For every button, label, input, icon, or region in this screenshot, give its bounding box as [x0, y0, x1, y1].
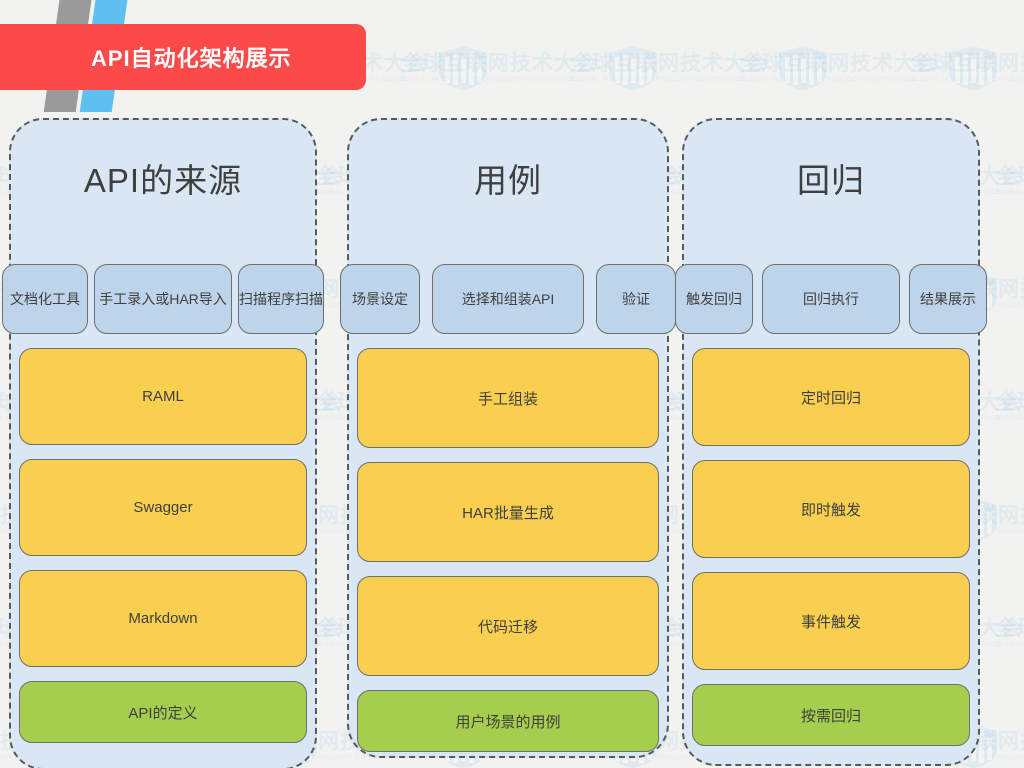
stage-row: 文档化工具手工录入或HAR导入扫描程序扫描 [2, 264, 324, 334]
column-header: 回归 [797, 162, 865, 199]
item-box[interactable]: 按需回归 [692, 684, 970, 746]
stage-box[interactable]: 回归执行 [762, 264, 900, 334]
item-list: 定时回归即时触发事件触发按需回归 [684, 348, 978, 760]
item-box[interactable]: HAR批量生成 [357, 462, 659, 562]
stage-box[interactable]: 手工录入或HAR导入 [94, 264, 232, 334]
stage-box[interactable]: 扫描程序扫描 [238, 264, 324, 334]
item-box[interactable]: 用户场景的用例 [357, 690, 659, 752]
column-header: 用例 [474, 162, 542, 199]
page-title: API自动化架构展示 [91, 46, 292, 71]
stage-row: 触发回归回归执行结果展示 [675, 264, 987, 334]
item-list: 手工组装 HAR批量生成代码迁移用户场景的用例 [349, 348, 667, 766]
stage-box[interactable]: 结果展示 [909, 264, 987, 334]
item-box[interactable]: 手工组装 [357, 348, 659, 448]
column-2: 回归触发回归回归执行结果展示定时回归即时触发事件触发按需回归 [675, 118, 987, 766]
item-box[interactable]: 代码迁移 [357, 576, 659, 676]
item-box[interactable]: API的定义 [19, 681, 307, 743]
stage-box[interactable]: 场景设定 [340, 264, 420, 334]
item-box[interactable]: RAML [19, 348, 307, 445]
stage-box[interactable]: 触发回归 [675, 264, 753, 334]
item-box[interactable]: Markdown [19, 570, 307, 667]
stage-box[interactable]: 文档化工具 [2, 264, 88, 334]
column-header: API的来源 [83, 162, 243, 199]
stage-box[interactable]: 验证 [596, 264, 676, 334]
item-box[interactable]: Swagger [19, 459, 307, 556]
item-box[interactable]: 定时回归 [692, 348, 970, 446]
stage-box[interactable]: 选择和组装API [432, 264, 584, 334]
title-banner: API自动化架构展示 [0, 24, 366, 90]
item-box[interactable]: 即时触发 [692, 460, 970, 558]
item-box[interactable]: 事件触发 [692, 572, 970, 670]
